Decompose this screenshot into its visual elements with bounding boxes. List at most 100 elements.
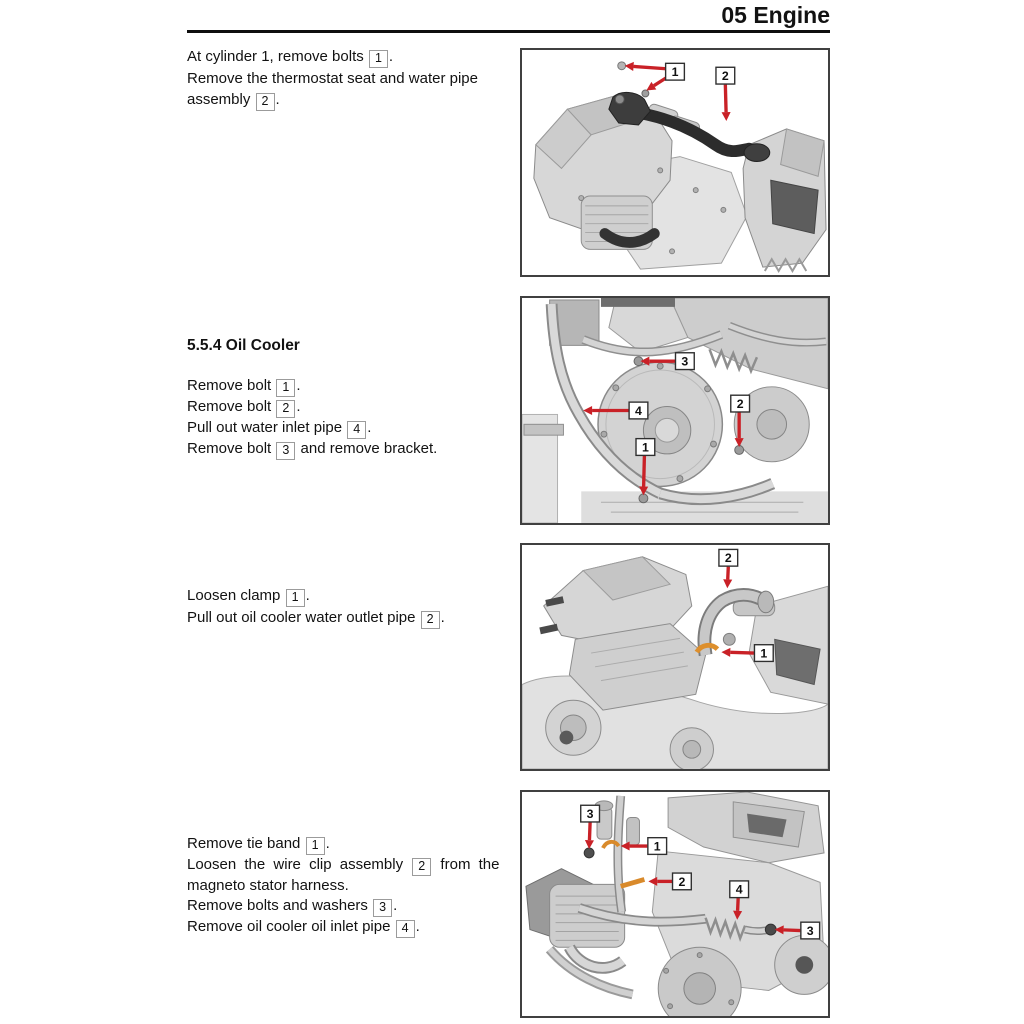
callout-ref-2: 2 <box>420 611 440 629</box>
callout-arrowhead <box>639 486 649 496</box>
callout-ref-1: 1 <box>285 589 305 607</box>
callout-label: 2 <box>678 875 685 889</box>
callout-arrowhead <box>733 910 743 920</box>
instruction-line: Remove bolt 2. <box>187 397 500 418</box>
header-rule <box>187 30 830 33</box>
callout-arrow <box>587 822 592 841</box>
instruction-text: and remove bracket. <box>296 440 438 457</box>
callout-arrow <box>726 566 730 580</box>
instruction-line: Remove oil cooler oil inlet pipe 4. <box>187 917 500 938</box>
instruction-line: Pull out oil cooler water outlet pipe 2. <box>187 607 500 629</box>
instruction-line: Pull out water inlet pipe 4. <box>187 418 500 439</box>
instruction-text: Remove the thermostat seat and water pip… <box>187 70 478 87</box>
callout-arrowhead <box>640 356 650 366</box>
instruction-text: from the <box>432 856 500 873</box>
callout-arrow <box>730 650 755 655</box>
step-text-oil-inlet-pipe: Remove tie band 1. Loosen the wire clip … <box>187 834 500 938</box>
callout-label: 1 <box>642 440 649 454</box>
callout-ref-2: 2 <box>412 858 432 876</box>
callout-box <box>664 62 686 81</box>
step-text-water-outlet-pipe: Loosen clamp 1. Pull out oil cooler wate… <box>187 585 500 629</box>
hose-clamp-orange <box>694 642 720 654</box>
callout-arrowhead <box>646 81 657 91</box>
callout-ref-4: 4 <box>347 421 367 439</box>
callout-arrowhead <box>721 647 731 657</box>
instruction-text: Remove oil cooler oil inlet pipe <box>187 918 395 935</box>
callout-box <box>635 437 656 457</box>
instruction-text: . <box>296 398 301 415</box>
instruction-line: magneto stator harness. <box>187 876 500 896</box>
callout-arrowhead <box>723 579 733 589</box>
instruction-line: At cylinder 1, remove bolts 1. <box>187 46 500 68</box>
instruction-text: . <box>388 48 394 65</box>
callout-box <box>671 872 692 891</box>
figure-callouts: 21 <box>718 548 774 663</box>
callout-label: 1 <box>760 647 767 661</box>
callout-box <box>715 66 736 85</box>
instruction-text: Remove bolt <box>187 440 276 457</box>
instruction-text: . <box>440 609 445 626</box>
callout-arrowhead <box>584 839 594 849</box>
instruction-text: Remove bolt <box>187 398 276 415</box>
callout-box <box>580 804 601 823</box>
callout-box <box>647 836 668 856</box>
section-heading: 5.5.4 Oil Cooler <box>187 337 300 354</box>
instruction-line: Remove tie band 1. <box>187 834 500 855</box>
page-title: 05 Engine <box>721 2 830 28</box>
callout-box <box>628 401 649 420</box>
instruction-text: magneto stator harness. <box>187 877 349 894</box>
callout-box <box>753 644 774 663</box>
instruction-text: . <box>367 419 372 436</box>
callout-arrowhead <box>583 405 593 416</box>
instruction-line: assembly 2. <box>187 89 500 111</box>
figure-illustration <box>522 298 828 523</box>
instruction-line: Loosen clamp 1. <box>187 585 500 607</box>
callout-label: 4 <box>736 883 743 897</box>
callout-arrow <box>641 455 647 487</box>
callout-box <box>730 394 751 413</box>
callout-label: 4 <box>635 404 642 418</box>
callout-ref-2: 2 <box>255 93 275 111</box>
callout-label: 1 <box>672 65 679 79</box>
callout-label: 2 <box>737 397 744 411</box>
callout-label: 1 <box>654 839 661 853</box>
instruction-text: assembly <box>187 91 255 108</box>
wire-clip-orange <box>620 877 646 889</box>
callout-ref-4: 4 <box>395 920 415 938</box>
callout-arrowhead <box>734 438 744 448</box>
callout-box <box>729 880 750 899</box>
callout-label: 3 <box>587 807 594 821</box>
instruction-text: Remove bolt <box>187 377 276 394</box>
step-text-thermostat-seat: At cylinder 1, remove bolts 1. Remove th… <box>187 46 500 111</box>
instruction-line: Remove bolts and washers 3. <box>187 896 500 917</box>
callout-box <box>674 352 695 371</box>
callout-box <box>800 921 821 940</box>
instruction-text: Loosen clamp <box>187 587 285 604</box>
callout-ref-3: 3 <box>373 899 393 917</box>
tie-band-orange <box>601 839 621 850</box>
callout-ref-1: 1 <box>305 837 325 855</box>
callout-arrow <box>633 64 667 71</box>
callout-label: 2 <box>722 69 729 83</box>
instruction-text: Remove tie band <box>187 835 305 852</box>
instruction-text: . <box>415 918 420 935</box>
callout-box <box>718 548 739 567</box>
instruction-line: Remove the thermostat seat and water pip… <box>187 68 500 89</box>
callout-arrowhead <box>624 61 634 71</box>
instruction-text: . <box>393 897 398 914</box>
figure-illustration <box>533 61 827 274</box>
instruction-line: Remove bolt 1. <box>187 376 500 397</box>
instruction-text: Loosen the wire clip assembly <box>187 856 412 873</box>
instruction-text: Pull out oil cooler water outlet pipe <box>187 609 420 626</box>
callout-ref-3: 3 <box>276 442 296 460</box>
step-text-oil-cooler: Remove bolt 1. Remove bolt 2. Pull out w… <box>187 376 500 460</box>
callout-ref-1: 1 <box>368 50 388 68</box>
instruction-text: Pull out water inlet pipe <box>187 419 347 436</box>
